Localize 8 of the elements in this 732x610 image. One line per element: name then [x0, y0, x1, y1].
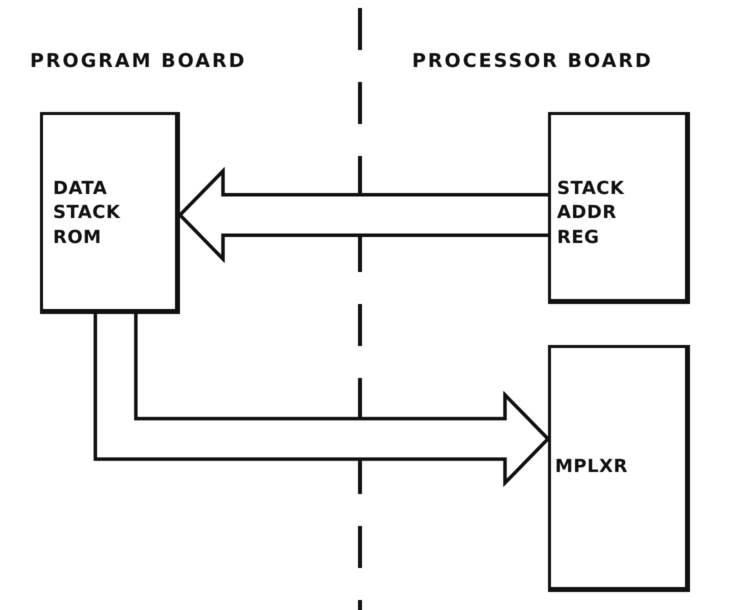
- section-heading: PROCESSOR BOARD: [412, 50, 653, 72]
- block-label: STACK ADDR REG: [557, 177, 624, 250]
- block-box: [548, 345, 690, 592]
- section-heading: PROGRAM BOARD: [30, 50, 246, 72]
- block-box: [548, 112, 690, 304]
- block-label: DATA STACK ROM: [53, 177, 120, 250]
- block-box: [40, 112, 180, 314]
- block-label: MPLXR: [555, 455, 628, 480]
